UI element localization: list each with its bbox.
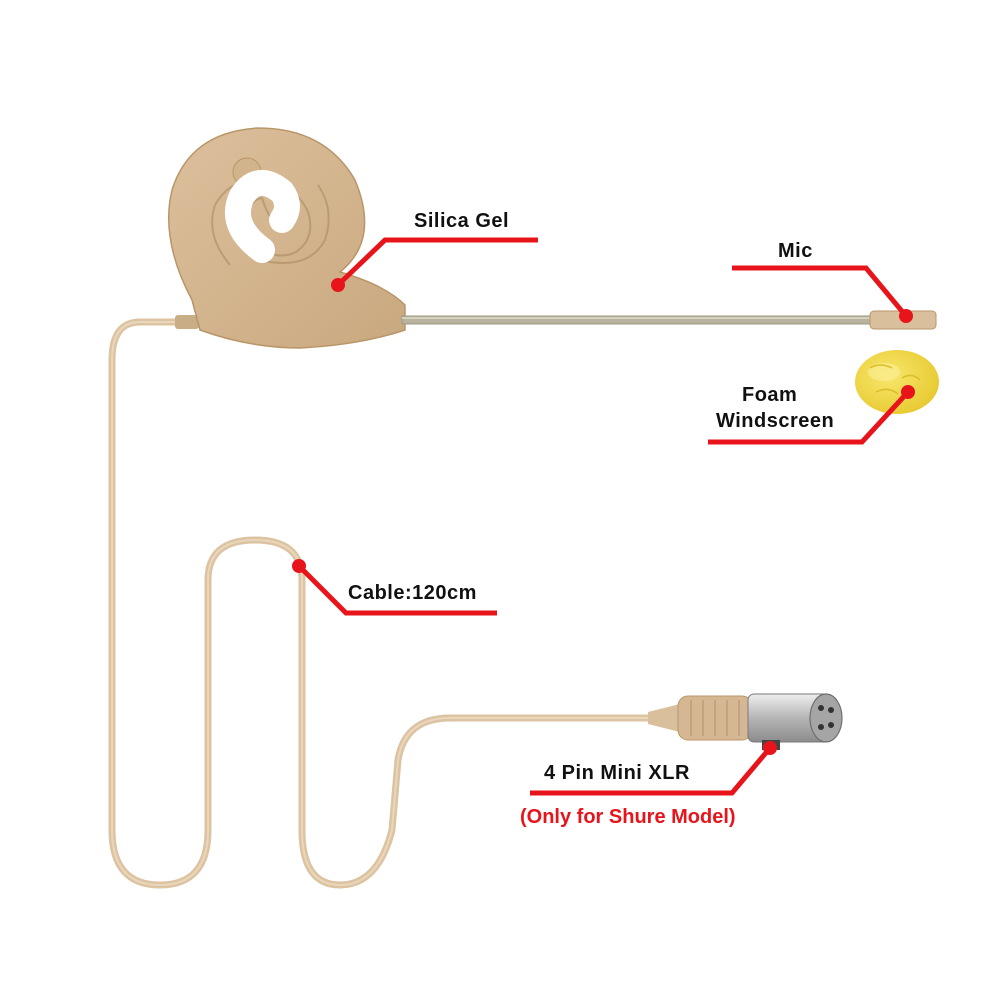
label-connector: 4 Pin Mini XLR bbox=[544, 762, 690, 784]
label-mic: Mic bbox=[778, 240, 813, 262]
callout-connector bbox=[530, 741, 777, 796]
ear-hook bbox=[167, 127, 406, 349]
label-silica-gel: Silica Gel bbox=[414, 210, 510, 232]
label-windscreen: Windscreen bbox=[716, 410, 835, 432]
label-foam: Foam bbox=[742, 384, 798, 406]
callout-foam bbox=[708, 385, 915, 445]
label-cable: Cable:120cm bbox=[348, 582, 477, 604]
callout-mic bbox=[732, 265, 913, 323]
callout-silica-gel bbox=[331, 237, 538, 292]
callout-cable bbox=[292, 559, 497, 616]
label-shure-note: (Only for Shure Model) bbox=[520, 806, 736, 828]
mini-xlr-connector bbox=[648, 693, 843, 750]
cable-strain-relief bbox=[175, 315, 199, 329]
